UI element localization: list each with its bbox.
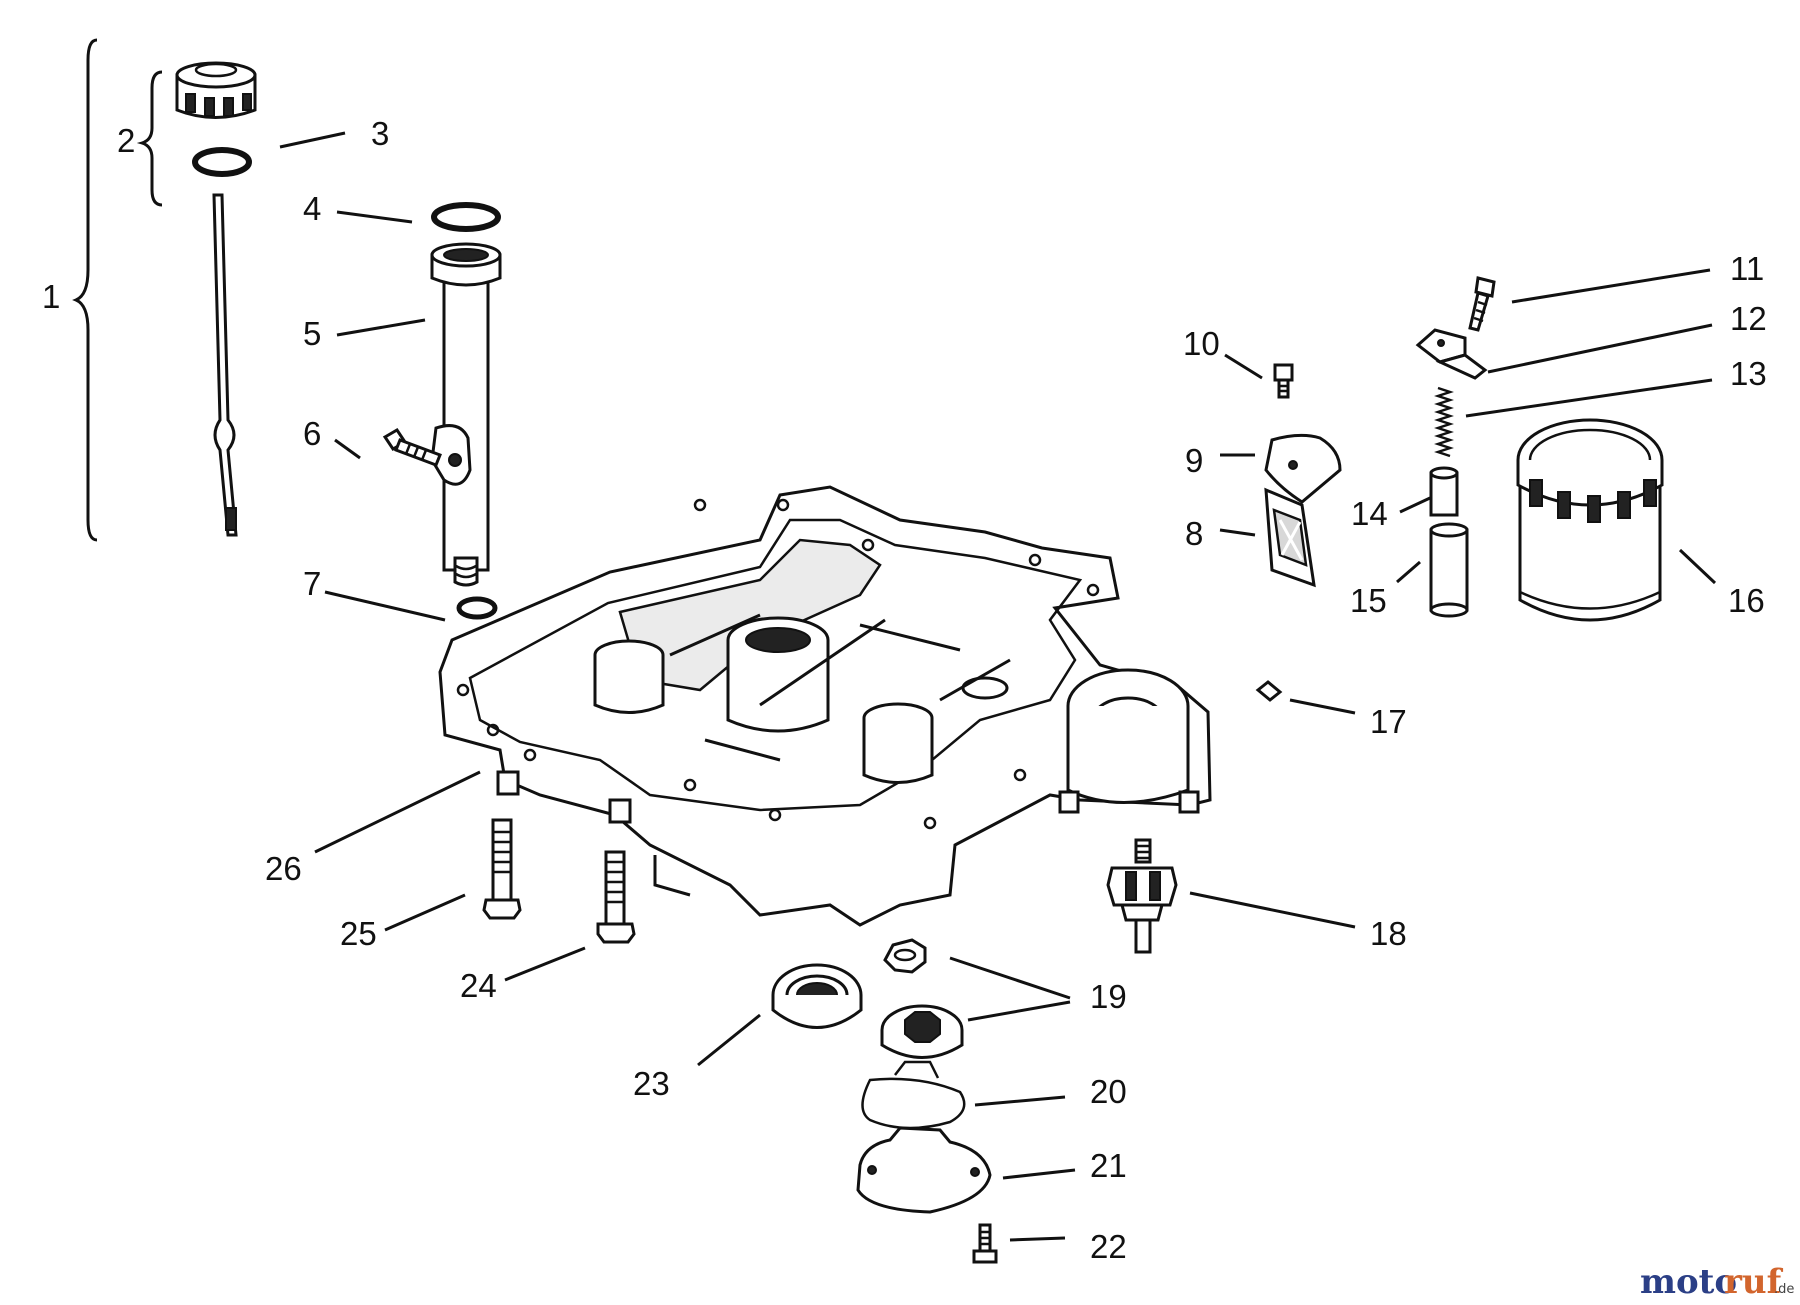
bolt-11 (1468, 276, 1496, 332)
callout-21: 21 (1090, 1147, 1127, 1184)
leader-lines (279, 131, 1717, 1242)
relief-piston (1429, 466, 1459, 517)
tube-bracket-bolt (382, 427, 442, 467)
callout-11: 11 (1730, 250, 1764, 287)
callout-10: 10 (1183, 325, 1220, 362)
callout-14: 14 (1351, 495, 1388, 532)
watermark-suffix: .de (1774, 1282, 1794, 1297)
dipstick-cap (175, 61, 257, 119)
bracket-assembly-1 (72, 38, 98, 542)
callout-23: 23 (633, 1065, 670, 1102)
bolt-10 (1273, 363, 1294, 399)
callout-8: 8 (1185, 515, 1203, 552)
callout-17: 17 (1370, 703, 1407, 740)
oil-screen (1264, 487, 1316, 588)
pump-gasket (861, 1060, 966, 1130)
callout-3: 3 (371, 115, 389, 152)
callout-22: 22 (1090, 1228, 1127, 1265)
bolt-22 (972, 1223, 998, 1264)
callout-18: 18 (1370, 915, 1407, 952)
relief-spring (1434, 386, 1454, 458)
tube-o-ring-top (431, 202, 501, 232)
pipe-plug (1255, 680, 1283, 702)
oil-pressure-switch (1106, 838, 1178, 954)
callout-labels: 1 2 3 4 5 6 7 8 9 10 11 12 13 14 15 16 1… (42, 115, 1767, 1265)
dipstick-rod (212, 193, 238, 537)
callout-12: 12 (1730, 300, 1767, 337)
baffle-plate (1264, 433, 1342, 504)
callout-7: 7 (303, 565, 321, 602)
oil-filter (1516, 418, 1664, 622)
watermark-part-b: ruf (1724, 1262, 1784, 1302)
callout-13: 13 (1730, 355, 1767, 392)
oil-pump-outer-rotor (880, 1004, 964, 1059)
callout-16: 16 (1728, 582, 1765, 619)
tube-o-ring-bottom (456, 596, 498, 620)
callout-20: 20 (1090, 1073, 1127, 1110)
relief-valve-cover (1415, 328, 1488, 380)
oil-pump-inner-gear (883, 938, 927, 974)
cap-o-ring (192, 147, 252, 177)
callout-2: 2 (117, 122, 135, 159)
relief-sleeve (1429, 522, 1469, 618)
callout-1: 1 (42, 278, 60, 315)
dipstick-tube (430, 242, 502, 587)
bolt-25 (482, 818, 522, 920)
oil-pan (438, 485, 1212, 927)
callout-19: 19 (1090, 978, 1127, 1015)
callout-25: 25 (340, 915, 377, 952)
pump-cover (856, 1126, 992, 1214)
bolt-24 (596, 850, 636, 944)
watermark-part-a: moto (1640, 1262, 1737, 1302)
watermark-logo: moto ruf .de (1640, 1262, 1794, 1302)
callout-15: 15 (1350, 582, 1387, 619)
bracket-assembly-2 (136, 70, 163, 207)
oil-seal (771, 963, 863, 1029)
callout-4: 4 (303, 190, 321, 227)
callout-24: 24 (460, 967, 497, 1004)
callout-26: 26 (265, 850, 302, 887)
callout-9: 9 (1185, 442, 1203, 479)
callout-6: 6 (303, 415, 321, 452)
callout-5: 5 (303, 315, 321, 352)
